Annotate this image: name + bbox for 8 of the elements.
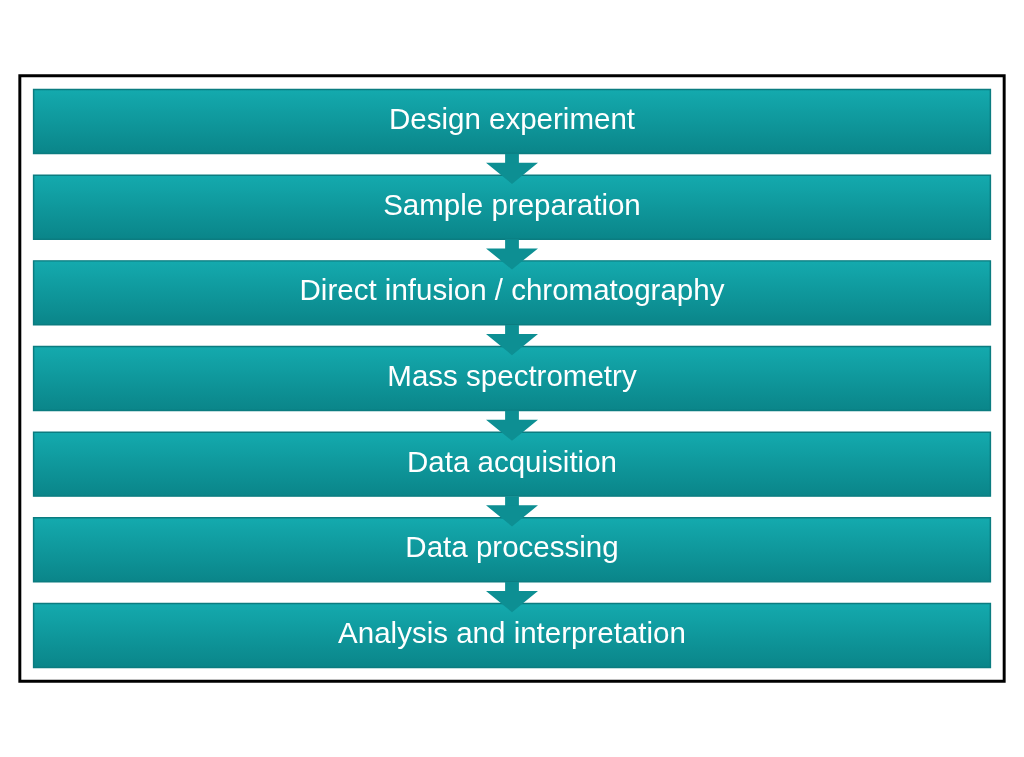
node-box: Design experiment (32, 88, 992, 155)
node-box: Mass spectrometry (32, 345, 992, 412)
node-box: Data acquisition (32, 431, 992, 497)
node-box: Data processing (32, 517, 992, 583)
node-box: Analysis and interpretation (32, 602, 992, 669)
cluster (18, 74, 1006, 683)
node-box: Direct infusion / chromatography (32, 260, 992, 326)
node-box: Sample preparation (32, 174, 992, 240)
